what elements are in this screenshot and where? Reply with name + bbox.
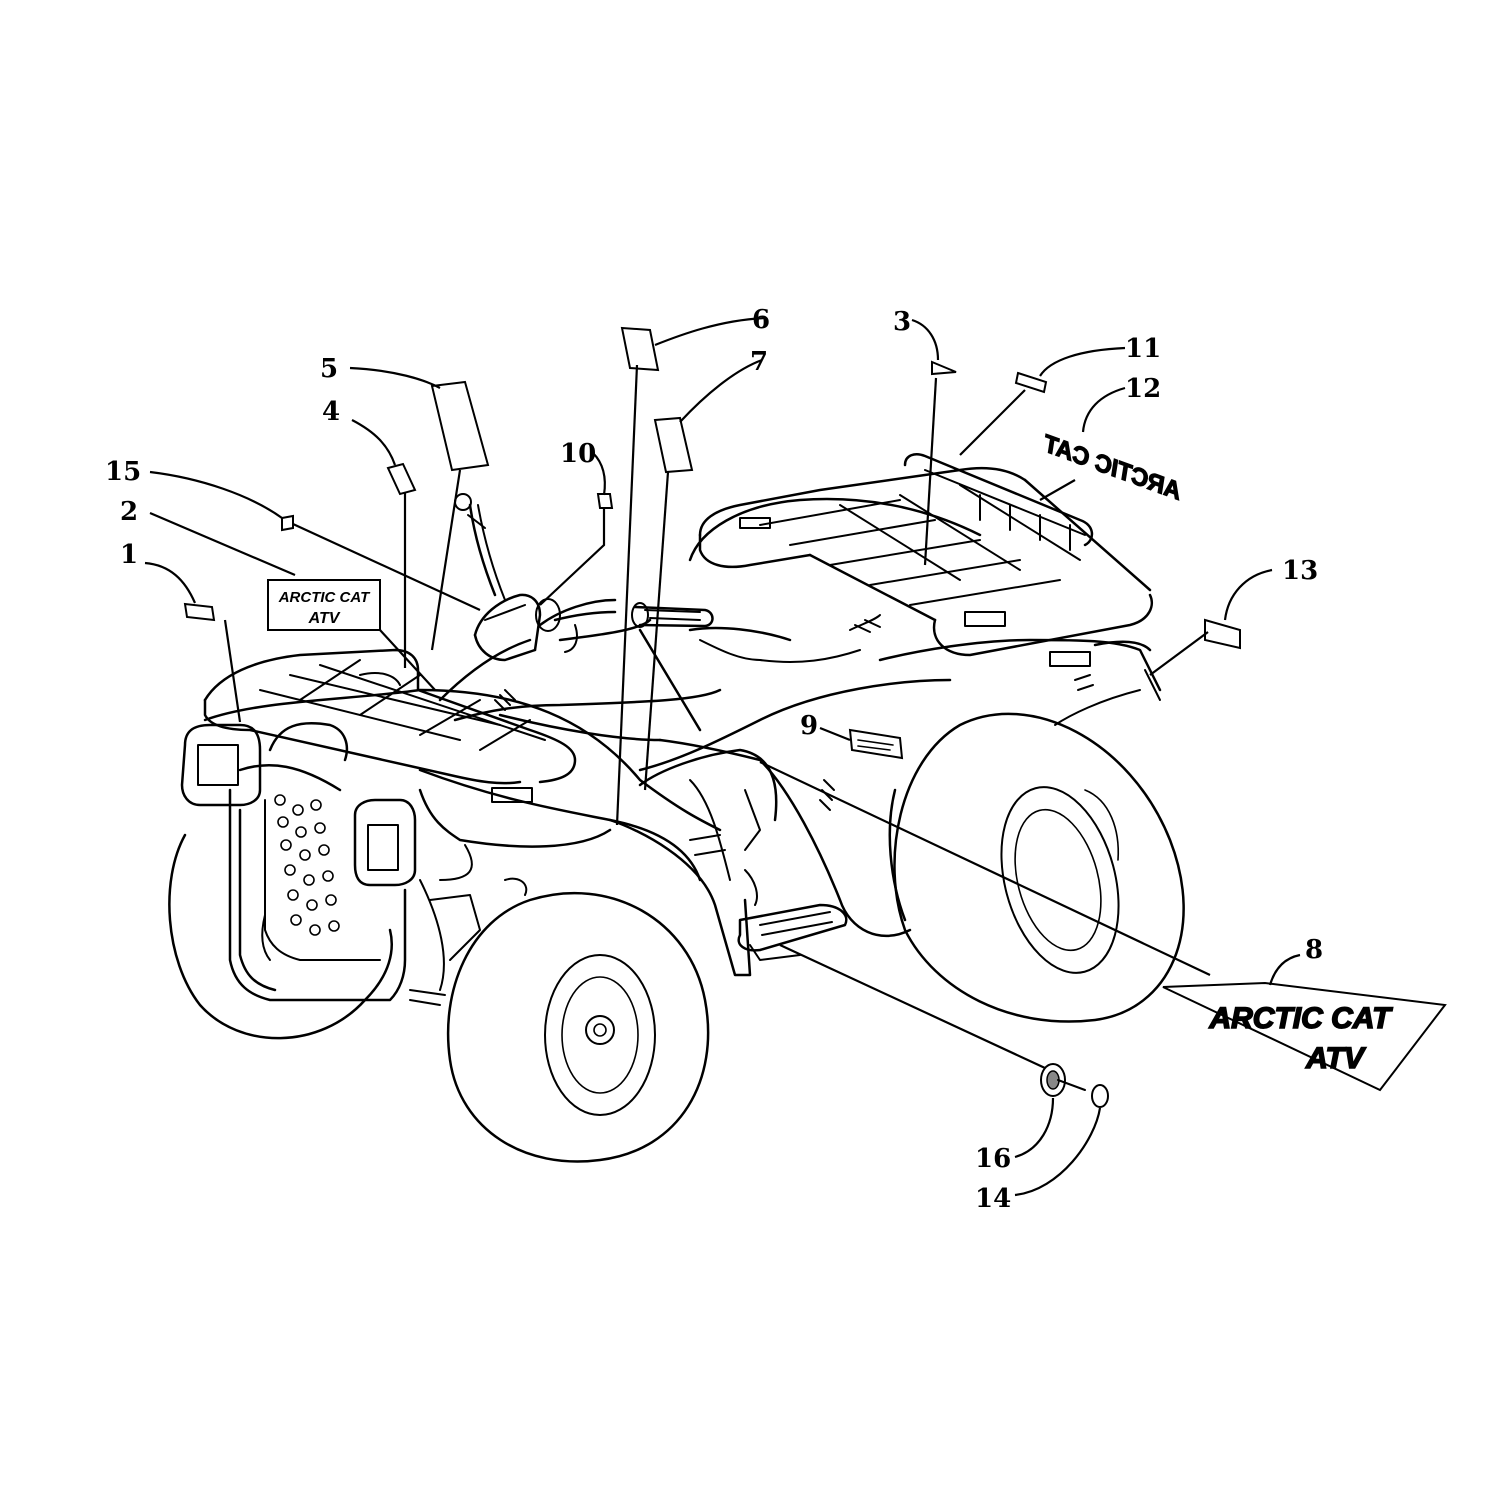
callout-14: 14 — [975, 1184, 1011, 1214]
atv-illustration — [168, 453, 1185, 1163]
cap-14 — [1091, 1084, 1109, 1108]
callout-2: 2 — [120, 497, 138, 527]
rear-rack-logo-text: ARCTIC CAT — [1038, 430, 1187, 506]
decal-15 — [281, 514, 294, 532]
rear-rack — [698, 453, 1154, 667]
large-logo-line2: ATV — [1305, 1042, 1367, 1075]
front-left-wheel — [168, 833, 393, 1040]
callout-15: 15 — [105, 457, 141, 487]
callout-9: 9 — [800, 711, 818, 741]
callout-4: 4 — [322, 397, 340, 427]
large-logo-decal-8: ARCTIC CAT ATV — [1162, 981, 1447, 1092]
callout-13: 13 — [1282, 556, 1318, 586]
decal-5 — [430, 380, 490, 472]
callout-16: 16 — [975, 1144, 1011, 1174]
callout-3: 3 — [893, 307, 911, 337]
rear-right-wheel — [893, 712, 1185, 1023]
center-body — [438, 614, 881, 762]
leader-lines — [144, 316, 1301, 1197]
small-logo-line2: ATV — [308, 610, 341, 627]
callout-6: 6 — [752, 305, 770, 335]
callout-numbers: 1 2 15 4 5 10 6 7 3 11 12 13 9 8 16 14 — [105, 305, 1323, 1214]
large-logo-line1: ARCTIC CAT — [1208, 1002, 1393, 1035]
small-logo-line1: ARCTIC CAT — [278, 589, 371, 606]
callout-11: 11 — [1125, 334, 1161, 364]
decal-13 — [1204, 618, 1241, 650]
callout-10: 10 — [560, 439, 596, 469]
decal-9 — [848, 728, 904, 760]
decal-3 — [931, 360, 957, 376]
decal-11 — [1014, 371, 1048, 394]
decal-10 — [596, 493, 614, 509]
decal-6 — [620, 326, 660, 372]
footrest-engine — [409, 748, 848, 1006]
grommet-16 — [1040, 1063, 1086, 1097]
small-logo-decal-2: ARCTIC CAT ATV — [267, 579, 381, 631]
decal-7 — [653, 416, 694, 474]
front-right-wheel — [446, 891, 710, 1163]
front-fender — [203, 688, 752, 977]
callout-8: 8 — [1305, 935, 1323, 965]
callout-1: 1 — [120, 540, 138, 570]
callout-7: 7 — [750, 347, 768, 377]
front-bumper — [180, 722, 417, 1002]
decal-4 — [386, 462, 417, 496]
rear-rack-logo-decal-12: ARCTIC CAT — [1037, 429, 1187, 506]
callout-5: 5 — [320, 354, 338, 384]
decal-1 — [183, 602, 216, 622]
callout-12: 12 — [1125, 374, 1161, 404]
handlebar — [454, 493, 714, 662]
